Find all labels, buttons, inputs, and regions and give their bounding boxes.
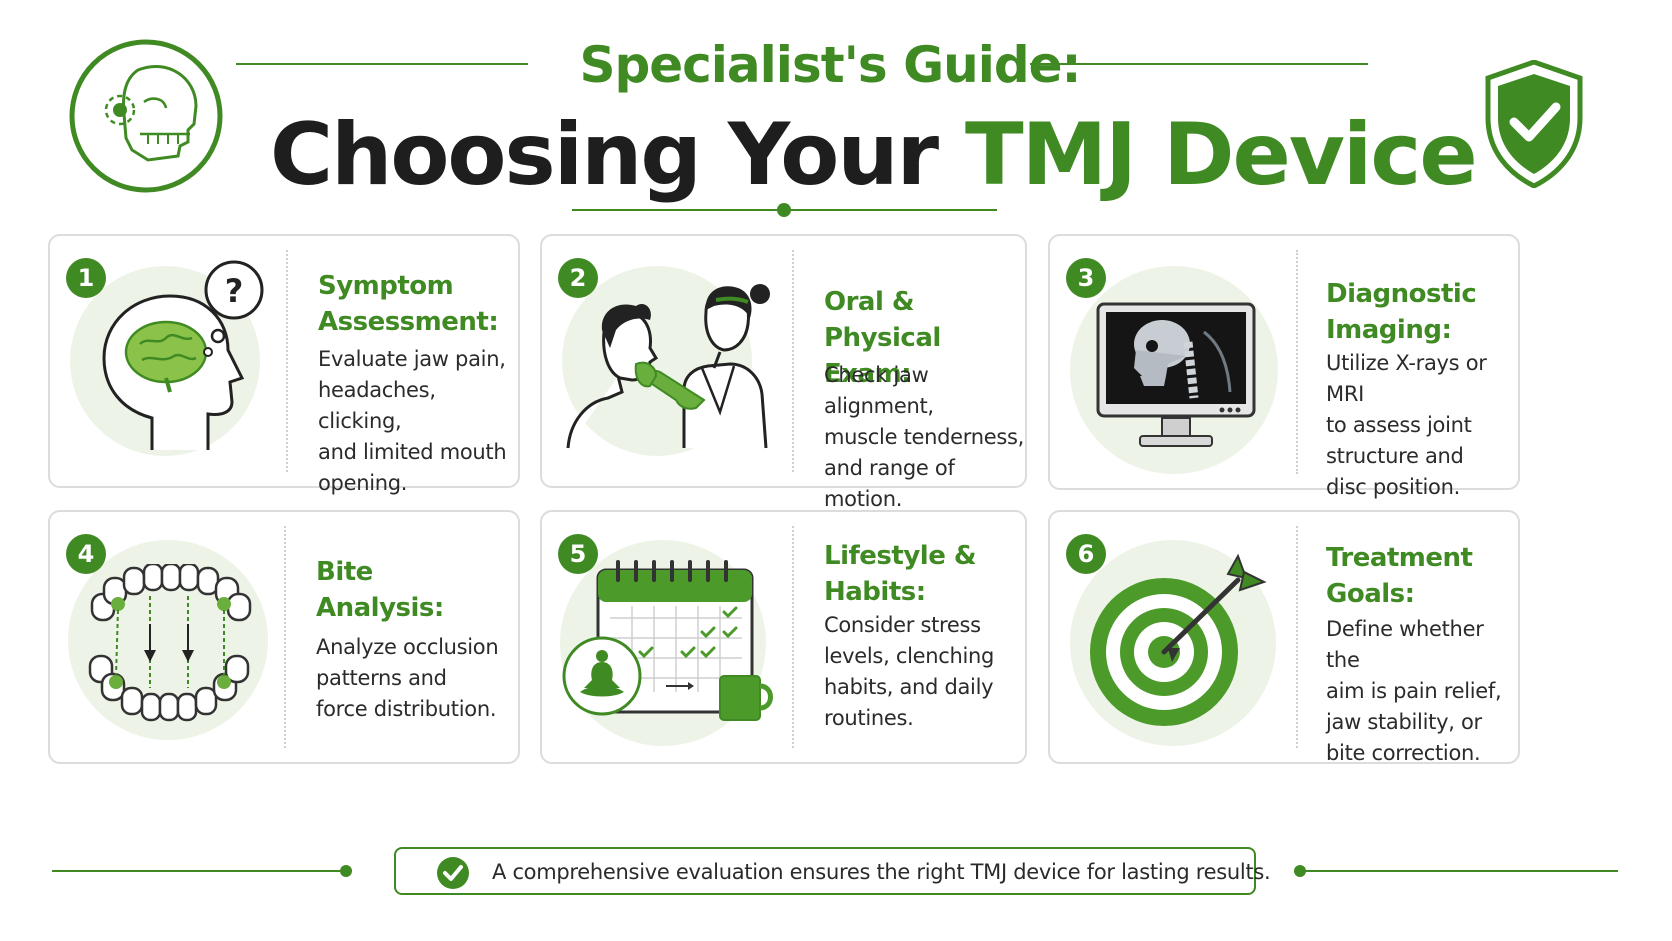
title-main: Choosing Your	[270, 105, 965, 205]
card-text-line: levels, clenching	[824, 644, 995, 668]
card-divider	[284, 526, 286, 748]
page-subtitle: Specialist's Guide:	[579, 36, 1081, 94]
title-accent: TMJ Device	[964, 105, 1478, 205]
skull-jaw-icon	[68, 38, 224, 198]
page-title: Choosing Your TMJ Device	[270, 105, 1478, 205]
card-title: Symptom Assessment:	[318, 268, 499, 340]
doctor-exam-icon	[564, 272, 784, 462]
card-diagnostic-imaging: 3 Diagnostic Imaging: Utilize X-rays or …	[1048, 234, 1520, 499]
footer-rule-dot	[340, 865, 352, 877]
card-text-line: Consider stress	[824, 613, 981, 637]
card-title-line: Exam:	[824, 359, 912, 389]
card-title-line: Imaging:	[1326, 315, 1452, 345]
card-divider	[792, 250, 794, 472]
card-title-line: Diagnostic	[1326, 279, 1477, 309]
card-text-line: Define whether the	[1326, 617, 1484, 672]
footer-rule-left	[52, 870, 342, 872]
card-text-line: routines.	[824, 706, 914, 730]
teeth-bite-icon	[86, 562, 256, 728]
footer-callout: A comprehensive evaluation ensures the r…	[394, 847, 1271, 895]
card-text-line: bite correction.	[1326, 741, 1481, 765]
card-title-line: Habits:	[824, 577, 926, 607]
card-text-line: Utilize X-rays or MRI	[1326, 351, 1487, 406]
card-divider	[1296, 250, 1298, 474]
card-title-line: Analysis:	[316, 593, 444, 623]
card-oral-physical-exam: 2 Oral & Physical Exam: Check jaw alignm…	[540, 234, 1027, 511]
step-number-badge: 6	[1066, 534, 1106, 574]
xray-monitor-icon	[1096, 302, 1256, 456]
calendar-meditation-icon	[562, 556, 792, 730]
header-rule-right	[1030, 63, 1368, 65]
card-title-line: Oral & Physical	[824, 287, 941, 353]
card-text-line: Analyze occlusion	[316, 635, 499, 659]
step-number-badge: 3	[1066, 258, 1106, 298]
card-text-line: jaw stability, or	[1326, 710, 1482, 734]
card-description: Evaluate jaw pain, headaches, clicking, …	[318, 344, 518, 499]
step-number-badge: 5	[558, 534, 598, 574]
card-divider	[286, 250, 288, 472]
card-description: Utilize X-rays or MRI to assess joint st…	[1326, 348, 1518, 503]
card-text-line: muscle tenderness,	[824, 425, 1025, 449]
header-underline-dot	[777, 203, 791, 217]
step-number-badge: 2	[558, 258, 598, 298]
card-text-line: structure and	[1326, 444, 1464, 468]
card-text-line: habits, and daily	[824, 675, 994, 699]
card-text-line: opening.	[318, 471, 408, 495]
card-title-line: Symptom	[318, 271, 454, 301]
card-text-line: aim is pain relief,	[1326, 679, 1502, 703]
card-title-line: Treatment	[1326, 543, 1473, 573]
target-arrow-icon	[1088, 552, 1278, 736]
card-text-line: Check jaw alignment,	[824, 363, 934, 418]
card-title: Diagnostic Imaging:	[1326, 276, 1477, 348]
card-title-line: Assessment:	[318, 307, 499, 337]
card-title: Lifestyle & Habits:	[824, 538, 977, 610]
footer-rule-right	[1300, 870, 1618, 872]
card-description: Analyze occlusion patterns and force dis…	[316, 632, 499, 725]
header-rule-left	[236, 63, 528, 65]
check-circle-icon	[436, 856, 470, 894]
card-description: Consider stress levels, clenching habits…	[824, 610, 994, 734]
head-brain-question-icon: ?	[82, 260, 272, 474]
step-number-badge: 4	[66, 534, 106, 574]
card-treatment-goals: 6 Treatment Goals: Define whether the ai…	[1048, 510, 1520, 765]
footer-rule-dot	[1294, 865, 1306, 877]
card-title-line: Lifestyle &	[824, 541, 977, 571]
card-text-line: patterns and	[316, 666, 447, 690]
step-number-badge: 1	[66, 258, 106, 298]
footer-text: A comprehensive evaluation ensures the r…	[492, 860, 1271, 884]
card-description: Check jaw alignment, muscle tenderness, …	[824, 360, 1025, 515]
card-title: Treatment Goals:	[1326, 540, 1473, 612]
card-lifestyle-habits: 5 Lifestyle & Habits: Consider stress le…	[540, 510, 1027, 764]
card-text-line: headaches, clicking,	[318, 378, 436, 433]
card-text-line: Evaluate jaw pain,	[318, 347, 506, 371]
card-description: Define whether the aim is pain relief, j…	[1326, 614, 1518, 769]
card-title: Bite Analysis:	[316, 554, 444, 626]
card-text-line: and range of motion.	[824, 456, 955, 511]
card-text-line: disc position.	[1326, 475, 1460, 499]
card-symptom-assessment: ? 1 Symptom Assessment: Evaluate jaw pai…	[48, 234, 520, 495]
card-bite-analysis: 4 Bite Analysis: Analyze occlusion patte…	[48, 510, 520, 764]
card-title: Oral & Physical Exam:	[824, 284, 1025, 392]
card-text-line: force distribution.	[316, 697, 497, 721]
card-title-line: Goals:	[1326, 579, 1415, 609]
card-divider	[792, 526, 794, 748]
card-text-line: and limited mouth	[318, 440, 507, 464]
shield-check-icon	[1484, 59, 1584, 192]
card-divider	[1296, 526, 1298, 748]
svg-text:?: ?	[225, 272, 244, 310]
card-text-line: to assess joint	[1326, 413, 1472, 437]
card-title-line: Bite	[316, 557, 373, 587]
